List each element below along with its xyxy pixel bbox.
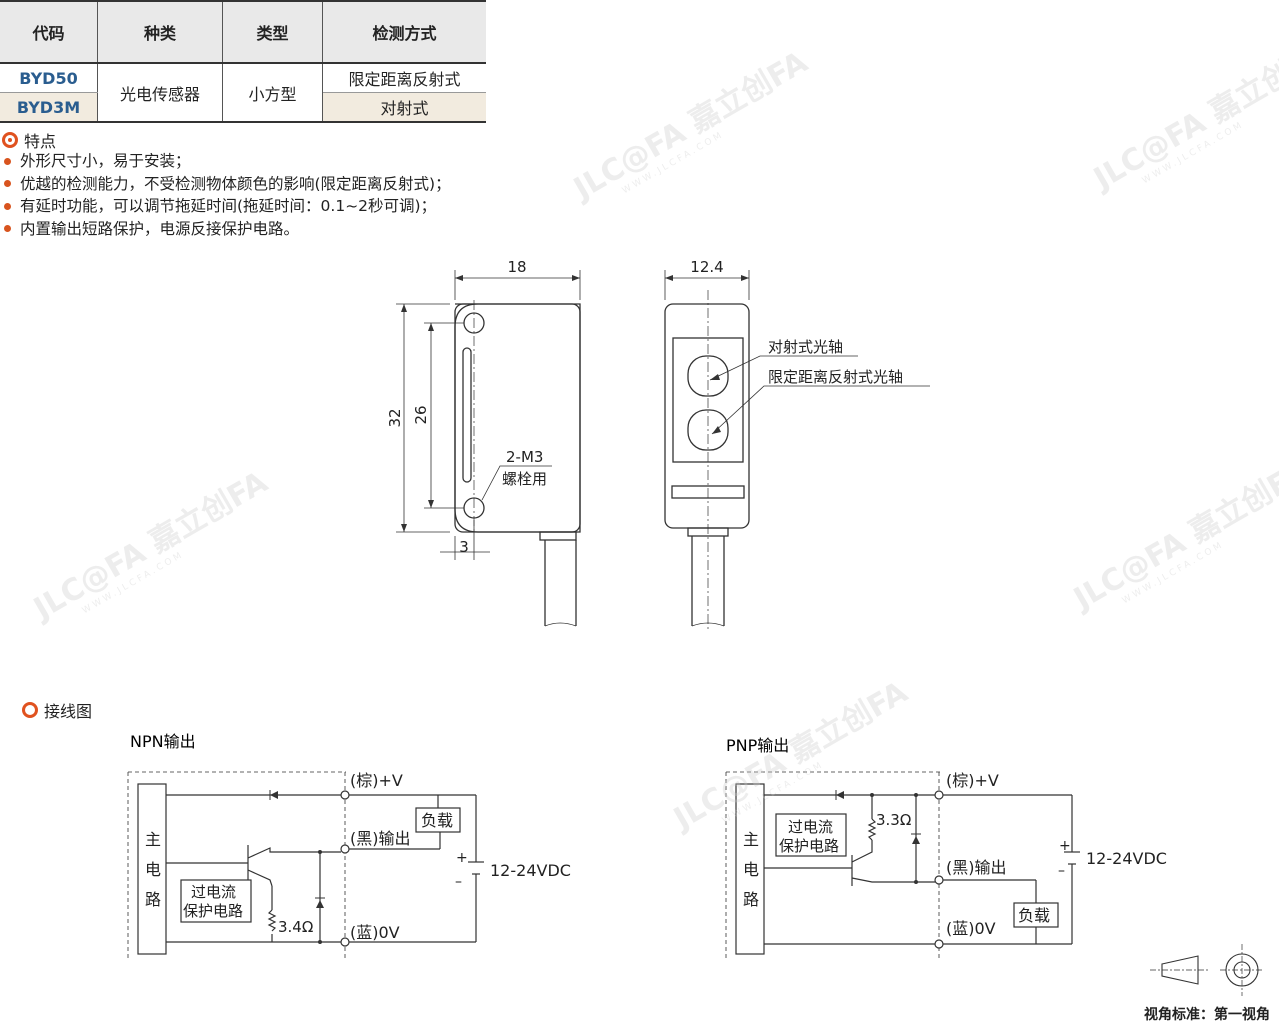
main-circuit-box bbox=[735, 783, 765, 955]
list-item: 优越的检测能力，不受检测物体颜色的影响(限定距离反射式)； bbox=[4, 173, 451, 196]
sensor-side-body bbox=[454, 303, 581, 533]
spec-table: 代码 种类 类型 检测方式 BYD50 光电传感器 小方型 限定距离反射式 BY… bbox=[0, 0, 486, 123]
npn-plus: + bbox=[456, 850, 468, 866]
npn-protect-2: 保护电路 bbox=[183, 902, 243, 920]
pnp-minus: – bbox=[1058, 863, 1065, 879]
dim-height-total: 32 bbox=[386, 408, 404, 427]
pnp-main-1: 主 bbox=[743, 830, 759, 849]
features-heading: 特点 bbox=[2, 128, 56, 152]
dim-height-holes: 26 bbox=[412, 405, 430, 424]
lens-top bbox=[687, 355, 729, 397]
pnp-title: PNP输出 bbox=[726, 736, 789, 755]
npn-load: 负载 bbox=[421, 811, 453, 830]
pnp-resistor: 3.3Ω bbox=[876, 811, 911, 829]
list-item: 外形尺寸小，易于安装； bbox=[4, 150, 451, 173]
pnp-protect-1: 过电流 bbox=[788, 818, 833, 836]
pnp-plus: + bbox=[1059, 838, 1071, 854]
first-angle-projection-icon bbox=[1150, 944, 1264, 996]
pnp-supply: 12-24VDC bbox=[1086, 849, 1167, 868]
method-cell: 限定距离反射式 bbox=[322, 63, 486, 93]
pnp-blue-label: (蓝)0V bbox=[946, 919, 996, 938]
wiring-heading: 接线图 bbox=[22, 698, 92, 722]
type-cell: 小方型 bbox=[222, 63, 323, 123]
table-row: BYD50 光电传感器 小方型 限定距离反射式 bbox=[0, 63, 486, 123]
kind-cell: 光电传感器 bbox=[97, 63, 223, 123]
pnp-protect-2: 保护电路 bbox=[779, 837, 839, 855]
npn-wiring-diagram: NPN输出 主 bbox=[127, 732, 571, 960]
pnp-black-label: (黑)输出 bbox=[946, 858, 1007, 877]
pnp-load: 负载 bbox=[1018, 906, 1050, 925]
npn-resistor: 3.4Ω bbox=[278, 918, 313, 936]
dim-width-left: 18 bbox=[507, 258, 526, 276]
header-code: 代码 bbox=[0, 0, 98, 64]
table-row: BYD3M 对射式 bbox=[0, 92, 486, 123]
hole-note-size: 2-M3 bbox=[506, 448, 543, 466]
dimension-drawing: 18 12.4 32 26 3 2-M3 螺栓用 对射式光轴 限定距离反射式光轴 bbox=[386, 258, 930, 632]
main-circuit-box bbox=[137, 783, 167, 955]
npn-protect-1: 过电流 bbox=[191, 883, 236, 901]
protect-box bbox=[775, 813, 847, 857]
method-cell: 对射式 bbox=[322, 92, 486, 123]
header-kind: 种类 bbox=[97, 0, 223, 64]
pnp-main-2: 电 bbox=[743, 860, 759, 879]
code-cell: BYD3M bbox=[0, 92, 98, 123]
header-method: 检测方式 bbox=[322, 0, 486, 64]
wiring-title: 接线图 bbox=[44, 702, 93, 721]
view-standard: 视角标准：第一视角 bbox=[1144, 1007, 1270, 1023]
npn-brown-label: (棕)+V bbox=[350, 771, 403, 790]
dim-width-right: 12.4 bbox=[690, 258, 723, 276]
axis-limited-label: 限定距离反射式光轴 bbox=[768, 368, 903, 386]
header-type: 类型 bbox=[222, 0, 323, 64]
npn-minus: – bbox=[455, 874, 462, 890]
npn-title: NPN输出 bbox=[130, 732, 196, 751]
features-title: 特点 bbox=[24, 132, 57, 151]
protect-box bbox=[180, 879, 252, 923]
pnp-main-3: 路 bbox=[743, 890, 759, 909]
ring-icon bbox=[22, 702, 38, 718]
table-header-row: 代码 种类 类型 检测方式 bbox=[0, 0, 486, 64]
npn-main-2: 电 bbox=[145, 860, 161, 879]
npn-supply: 12-24VDC bbox=[490, 861, 571, 880]
pnp-brown-label: (棕)+V bbox=[946, 771, 999, 790]
slot bbox=[462, 347, 472, 483]
list-item: 内置输出短路保护，电源反接保护电路。 bbox=[4, 218, 451, 241]
dim-offset: 3 bbox=[459, 538, 469, 556]
npn-main-3: 路 bbox=[145, 890, 161, 909]
hole-note-use: 螺栓用 bbox=[502, 470, 547, 488]
target-icon bbox=[2, 132, 18, 148]
features-list: 外形尺寸小，易于安装； 优越的检测能力，不受检测物体颜色的影响(限定距离反射式)… bbox=[4, 150, 451, 240]
npn-main-1: 主 bbox=[145, 830, 161, 849]
code-cell: BYD50 bbox=[0, 63, 98, 93]
pnp-wiring-diagram: PNP输出 主 bbox=[725, 736, 1167, 960]
npn-black-label: (黑)输出 bbox=[350, 829, 411, 848]
cable-gland bbox=[539, 531, 577, 541]
list-item: 有延时功能，可以调节拖延时间(拖延时间：0.1~2秒可调)； bbox=[4, 195, 451, 218]
axis-through-label: 对射式光轴 bbox=[768, 338, 843, 356]
npn-blue-label: (蓝)0V bbox=[350, 923, 400, 942]
lens-bottom bbox=[687, 409, 729, 451]
